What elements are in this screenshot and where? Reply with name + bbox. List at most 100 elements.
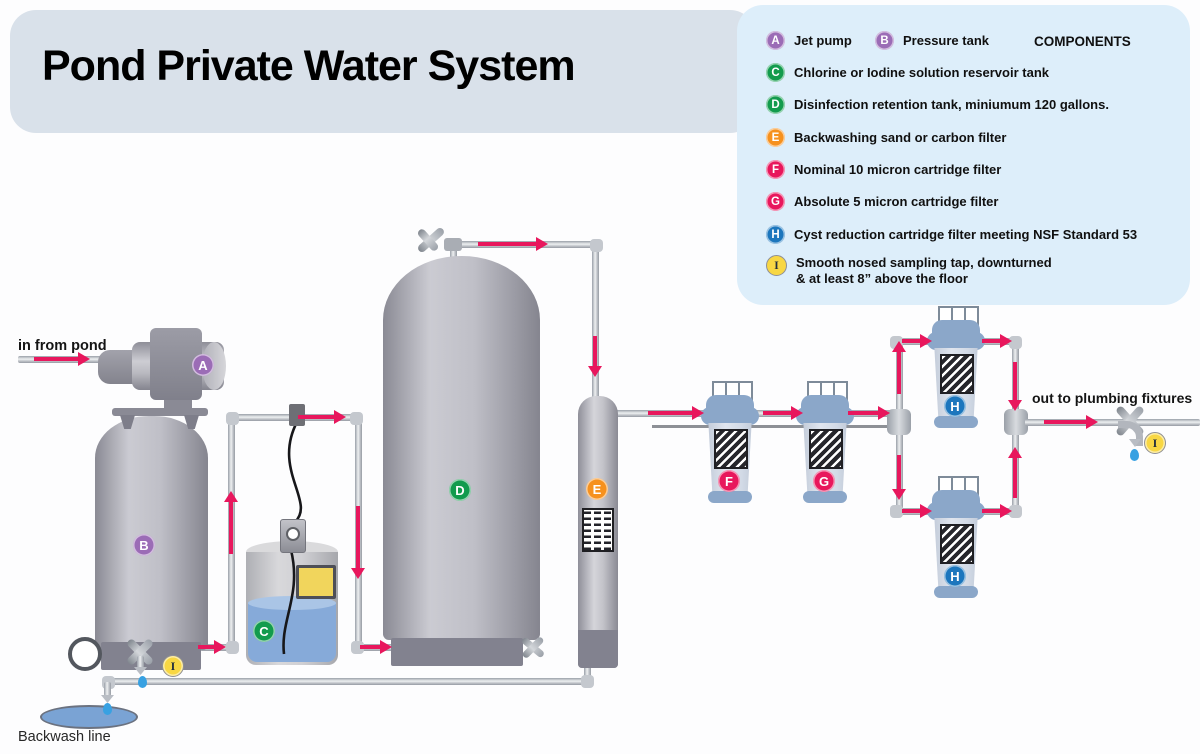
flow-arrow-inlet <box>34 351 90 366</box>
flow-arrow-into-h-bottom <box>902 503 932 518</box>
legend-label-i-line2: & at least 8” above the floor <box>796 271 968 286</box>
water-drop-icon <box>103 703 112 715</box>
reservoir-label-sticker <box>296 565 336 599</box>
backwash-puddle <box>40 705 138 729</box>
pipe-d-to-e <box>592 244 599 400</box>
tap-spout-opening <box>134 667 147 675</box>
badge-i-outlet: I <box>1144 432 1166 454</box>
filter-collar <box>927 502 985 520</box>
flow-arrow-into-h-top <box>902 333 932 348</box>
pipe-outlet <box>1025 419 1200 426</box>
retention-tank-base <box>391 638 523 666</box>
pipe-joint <box>351 641 364 654</box>
legend-row-2: C Chlorine or Iodine solution reservoir … <box>766 63 1049 82</box>
legend-label-g: Absolute 5 micron cartridge filter <box>794 193 999 209</box>
filter-cap <box>801 395 849 410</box>
pipe-joint <box>350 412 363 425</box>
legend-label-i: Smooth nosed sampling tap, downturned & … <box>796 255 1052 287</box>
flow-arrow-split-up <box>891 341 906 394</box>
badge-h-bottom: H <box>944 565 966 587</box>
flow-arrow-h-top-down <box>1007 362 1022 411</box>
legend-row-5: F Nominal 10 micron cartridge filter <box>766 160 1001 179</box>
pipe-joint <box>1009 505 1022 518</box>
badge-d: D <box>449 479 471 501</box>
backwash-spout-opening <box>101 695 114 703</box>
filter-cartridge <box>809 429 843 469</box>
filter-collar <box>701 407 759 425</box>
water-drop-icon <box>1130 449 1139 461</box>
retention-tank <box>383 256 540 640</box>
badge-b: B <box>133 534 155 556</box>
page-title: Pond Private Water System <box>42 42 576 90</box>
gauge-icon <box>68 637 102 671</box>
flow-arrow-b-out <box>198 639 226 654</box>
legend-panel: A Jet pump B Pressure tank COMPONENTS C … <box>737 5 1190 305</box>
feeder-dial-icon <box>286 527 300 541</box>
pipe-joint <box>890 505 903 518</box>
legend-label-e: Backwashing sand or carbon filter <box>794 129 1007 145</box>
pipe-joint <box>590 239 603 252</box>
filter-foot <box>708 491 752 503</box>
tank-d-valve-body <box>444 238 462 251</box>
flow-arrow-e-to-f <box>648 405 704 420</box>
legend-label-i-line1: Smooth nosed sampling tap, downturned <box>796 255 1052 270</box>
flow-arrow-d-to-e <box>587 336 602 377</box>
badge-e: E <box>586 478 608 500</box>
pipe-joint <box>1009 336 1022 349</box>
flow-arrow-d-top <box>478 236 548 251</box>
cartridge-filter-g: G <box>796 381 854 504</box>
pipe-joint <box>226 641 239 654</box>
filter-cap <box>706 395 754 410</box>
badge-c: C <box>253 620 275 642</box>
legend-label-b: Pressure tank <box>903 32 989 48</box>
legend-badge-e: E <box>766 128 785 147</box>
badge-i-tank: I <box>162 655 184 677</box>
flow-arrow-out-h-top <box>982 333 1012 348</box>
flow-arrow-injection <box>298 409 346 424</box>
backwash-label: Backwash line <box>18 729 111 745</box>
sand-filter-base <box>578 630 618 668</box>
flow-arrow-h-bottom-up <box>1007 447 1022 498</box>
filter-collar <box>927 332 985 350</box>
badge-a: A <box>192 354 214 376</box>
flow-arrow-split-down <box>891 455 906 500</box>
flow-arrow-g-to-split <box>848 405 890 420</box>
injection-fitting <box>289 404 305 426</box>
legend-badge-b: B <box>875 31 894 50</box>
flow-arrow-f-to-g <box>763 405 803 420</box>
filter-collar <box>796 407 854 425</box>
flow-arrow-outlet <box>1044 414 1098 429</box>
cartridge-filter-h-bottom: H <box>927 476 985 599</box>
flow-arrow-riser-down <box>350 506 365 579</box>
filter-foot <box>934 416 978 428</box>
tee-fitting-split <box>887 409 911 435</box>
pump-mount-foot <box>184 415 199 429</box>
badge-h-top: H <box>944 395 966 417</box>
pressure-tank <box>95 416 208 650</box>
inlet-label: in from pond <box>18 338 107 354</box>
legend-label-c: Chlorine or Iodine solution reservoir ta… <box>794 64 1049 80</box>
filter-cap <box>932 320 980 335</box>
wall-line <box>652 425 890 428</box>
legend-label-h: Cyst reduction cartridge filter meeting … <box>794 226 1138 242</box>
filter-foot <box>934 586 978 598</box>
legend-label-d: Disinfection retention tank, miniumum 12… <box>794 96 1109 112</box>
sand-filter-media <box>582 508 614 552</box>
legend-header: COMPONENTS <box>1034 34 1131 49</box>
pipe-joint <box>581 675 594 688</box>
legend-row-7: H Cyst reduction cartridge filter meetin… <box>766 225 1137 244</box>
legend-badge-a: A <box>766 31 785 50</box>
legend-row-3: D Disinfection retention tank, miniumum … <box>766 95 1109 114</box>
cartridge-filter-h-top: H <box>927 306 985 429</box>
legend-badge-d: D <box>766 95 785 114</box>
legend-row-8: I Smooth nosed sampling tap, downturned … <box>766 255 1052 287</box>
pump-mount-plate <box>112 408 208 416</box>
filter-cartridge <box>940 354 974 394</box>
outlet-label: out to plumbing fixtures <box>1032 390 1193 406</box>
water-drop-icon <box>138 676 147 688</box>
flow-arrow-into-d <box>360 639 392 654</box>
legend-label-f: Nominal 10 micron cartridge filter <box>794 161 1002 177</box>
legend-badge-g: G <box>766 192 785 211</box>
legend-badge-i: I <box>766 255 787 276</box>
